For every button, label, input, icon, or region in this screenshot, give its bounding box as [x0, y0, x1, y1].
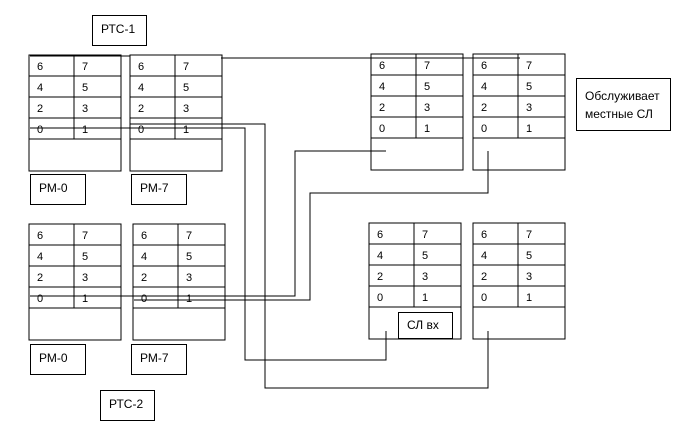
- block-rts2-rm7: 6 7 4 5 2 3 0 1: [132, 223, 226, 341]
- cell-label: 4: [379, 81, 385, 93]
- cell-label: 3: [183, 103, 189, 115]
- cell-label: 3: [82, 272, 88, 284]
- cell-label: 0: [37, 124, 43, 136]
- cell-label: 2: [481, 271, 487, 283]
- cell-label: 0: [141, 293, 147, 305]
- block-outline: [370, 53, 464, 171]
- cell-label: 4: [481, 81, 487, 93]
- cell-label: 5: [82, 251, 88, 263]
- cell-label: 2: [37, 272, 43, 284]
- cell-label: 1: [526, 123, 532, 135]
- block-right-top-1: 6 7 4 5 2 3 0 1: [370, 53, 464, 171]
- cell-label: 5: [183, 82, 189, 94]
- cell-label: 1: [82, 293, 88, 305]
- cell-label: 7: [82, 61, 88, 73]
- cell-label: 7: [186, 230, 192, 242]
- cell-label: 6: [481, 229, 487, 241]
- rts1-label: РТС-1: [92, 15, 147, 46]
- cell-label: 1: [82, 124, 88, 136]
- block-rts1-rm0: 6 7 4 5 2 3 0 1: [28, 54, 122, 172]
- sl-in-label: СЛ вх: [398, 312, 453, 339]
- cell-label: 3: [526, 271, 532, 283]
- cell-label: 1: [526, 292, 532, 304]
- cell-label: 7: [526, 60, 532, 72]
- cell-label: 5: [186, 251, 192, 263]
- cell-label: 2: [379, 102, 385, 114]
- cell-label: 2: [138, 103, 144, 115]
- cell-label: 5: [526, 81, 532, 93]
- rm7-top-label: РМ-7: [131, 174, 187, 205]
- cell-label: 4: [37, 251, 43, 263]
- block-outline: [472, 53, 566, 171]
- cell-label: 4: [37, 82, 43, 94]
- serves-note: Обслуживает местные СЛ: [576, 78, 671, 131]
- block-right-top-2: 6 7 4 5 2 3 0 1: [472, 53, 566, 171]
- rm7-bottom-label: РМ-7: [131, 344, 187, 375]
- cell-label: 6: [138, 61, 144, 73]
- cell-label: 4: [481, 250, 487, 262]
- rm0-top-label: РМ-0: [30, 174, 86, 205]
- cell-label: 2: [141, 272, 147, 284]
- cell-label: 1: [424, 123, 430, 135]
- cell-label: 6: [37, 61, 43, 73]
- cell-label: 1: [422, 292, 428, 304]
- cell-label: 4: [377, 250, 383, 262]
- cell-label: 7: [82, 230, 88, 242]
- cell-label: 7: [422, 229, 428, 241]
- cell-label: 0: [481, 292, 487, 304]
- block-outline: [28, 54, 122, 172]
- cell-label: 5: [422, 250, 428, 262]
- connector-rm7-bottom-0: [134, 151, 489, 301]
- cell-label: 6: [141, 230, 147, 242]
- cell-label: 0: [37, 293, 43, 305]
- block-outline: [472, 222, 566, 340]
- cell-label: 4: [138, 82, 144, 94]
- cell-label: 0: [481, 123, 487, 135]
- blocks-group: 6 7 4 5 2 3 0 1 6 7 4 5 2 3 0 1 6 7 4 5 2 3 0 1 6 7 4 5 2 3 0 1 6 7 4 5 2 3 0 1…: [28, 53, 566, 341]
- cell-label: 3: [422, 271, 428, 283]
- serves-note-line2: местные СЛ: [585, 107, 653, 121]
- block-outline: [28, 223, 122, 341]
- cell-label: 5: [526, 250, 532, 262]
- cell-label: 6: [377, 229, 383, 241]
- cell-label: 3: [82, 103, 88, 115]
- cell-label: 0: [138, 124, 144, 136]
- block-outline: [129, 54, 223, 172]
- cell-label: 3: [526, 102, 532, 114]
- cell-label: 7: [424, 60, 430, 72]
- block-rts2-rm0: 6 7 4 5 2 3 0 1: [28, 223, 122, 341]
- cell-label: 2: [37, 103, 43, 115]
- cell-label: 5: [82, 82, 88, 94]
- cell-label: 3: [424, 102, 430, 114]
- cell-label: 2: [377, 271, 383, 283]
- cell-label: 0: [379, 123, 385, 135]
- cell-label: 6: [37, 230, 43, 242]
- cell-label: 6: [379, 60, 385, 72]
- connector-rm0-bottom-0: [30, 150, 386, 297]
- cell-label: 2: [481, 102, 487, 114]
- rm0-bottom-label: РМ-0: [30, 344, 86, 375]
- connector-rm0-top-0: [30, 127, 387, 361]
- serves-note-line1: Обслуживает: [585, 89, 660, 103]
- block-outline: [132, 223, 226, 341]
- cell-label: 1: [186, 293, 192, 305]
- block-rts1-rm7: 6 7 4 5 2 3 0 1: [129, 54, 223, 172]
- cell-label: 0: [377, 292, 383, 304]
- cell-label: 7: [183, 61, 189, 73]
- rts2-label: РТС-2: [100, 390, 155, 421]
- cell-label: 7: [526, 229, 532, 241]
- cell-label: 3: [186, 272, 192, 284]
- cell-label: 1: [183, 124, 189, 136]
- cell-label: 5: [424, 81, 430, 93]
- cell-label: 6: [481, 60, 487, 72]
- block-right-bottom-2: 6 7 4 5 2 3 0 1: [472, 222, 566, 340]
- cell-label: 4: [141, 251, 147, 263]
